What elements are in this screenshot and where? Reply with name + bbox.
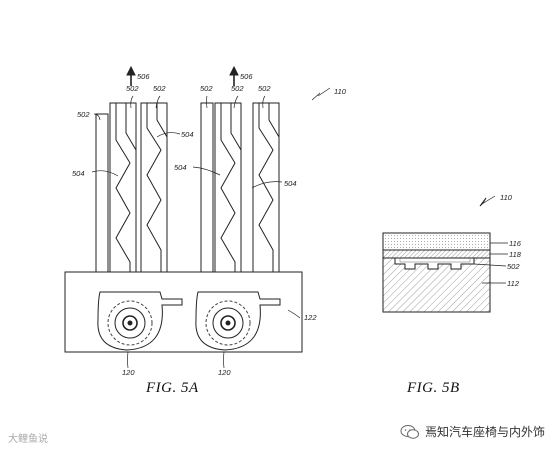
column-502 [140, 102, 168, 273]
label-502: 502 [153, 84, 166, 93]
flow-channel-504 [268, 103, 280, 138]
label-118: 118 [509, 250, 522, 259]
label-502: 502 [258, 84, 271, 93]
flow-channel-504 [258, 103, 274, 272]
flow-channel-504 [230, 103, 242, 151]
flow-channel-504 [220, 103, 236, 272]
label-502: 502 [200, 84, 213, 93]
label-112: 112 [507, 279, 520, 288]
flow-channel-504 [115, 103, 131, 272]
blower-120-right [195, 291, 281, 351]
column-group-left [95, 102, 168, 273]
flow-channel-504 [156, 103, 168, 138]
label-120: 120 [122, 368, 135, 377]
layer-502 [394, 257, 475, 270]
watermark-left-text: 大鲤鱼说 [8, 434, 48, 445]
fig-5a [64, 65, 331, 369]
fig-5b [382, 195, 508, 313]
flow-channel-504 [146, 103, 162, 272]
label-504: 504 [284, 179, 297, 188]
watermark-right-text: 焉知汽车座椅与内外饰 [425, 425, 546, 439]
airflow-arrow-506 [229, 65, 239, 86]
wechat-icon [400, 424, 420, 440]
watermark-right: 焉知汽车座椅与内外饰 [400, 423, 545, 440]
label-122: 122 [304, 313, 317, 322]
label-504: 504 [72, 169, 85, 178]
watermark-left: 大鲤鱼说 [8, 430, 48, 445]
caption-fig-5b: FIG. 5B [406, 380, 460, 396]
label-120: 120 [218, 368, 231, 377]
leader-lines-5b [473, 195, 508, 284]
layer-118 [382, 249, 491, 259]
column-502 [95, 113, 109, 273]
column-502 [214, 102, 242, 273]
label-116: 116 [509, 239, 522, 248]
layer-116 [382, 232, 491, 251]
airflow-arrow-506 [126, 65, 136, 86]
label-506: 506 [240, 72, 253, 81]
label-504: 504 [181, 130, 194, 139]
label-502-5b: 502 [507, 262, 520, 271]
leader-lines-5a [91, 87, 331, 369]
label-502: 502 [231, 84, 244, 93]
column-502 [109, 102, 137, 273]
label-502: 502 [77, 110, 90, 119]
label-506: 506 [137, 72, 150, 81]
blower-120-left [97, 291, 183, 351]
label-502: 502 [126, 84, 139, 93]
caption-fig-5a: FIG. 5A [145, 380, 199, 396]
column-502 [200, 102, 214, 273]
label-110-5b: 110 [500, 193, 513, 202]
column-group-right [200, 102, 280, 273]
label-504: 504 [174, 163, 187, 172]
flow-channel-504 [125, 103, 137, 151]
label-110: 110 [334, 87, 347, 96]
